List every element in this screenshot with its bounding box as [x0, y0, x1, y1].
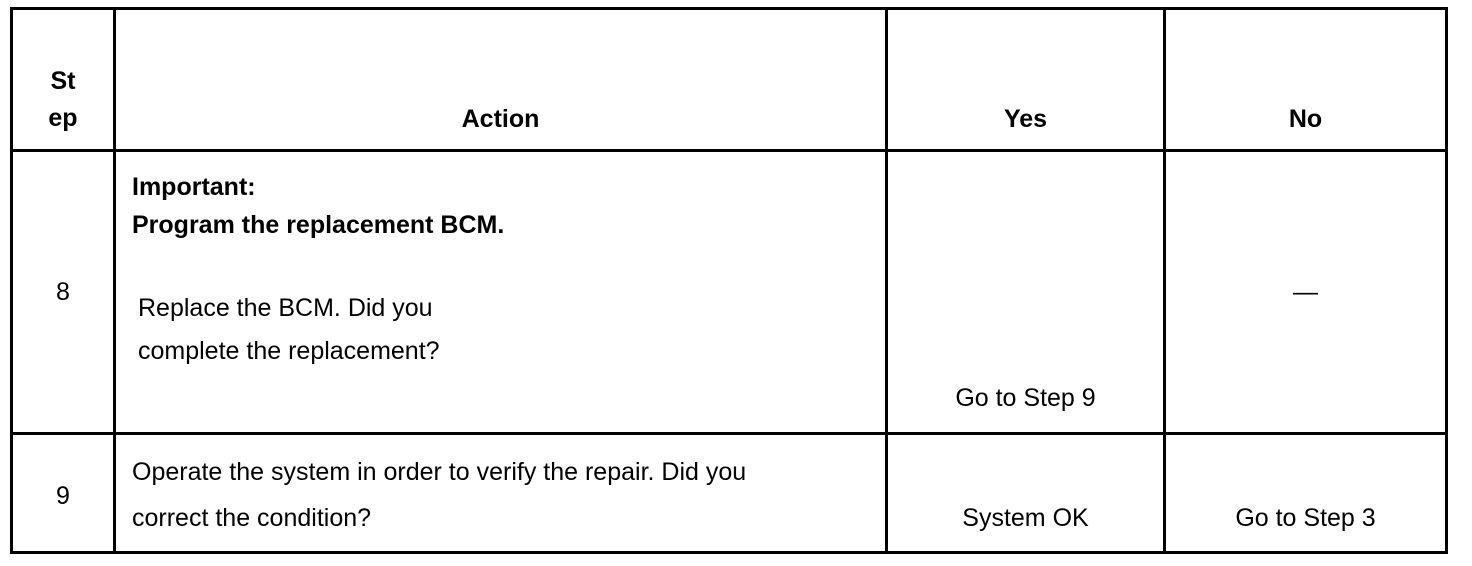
column-divider-action	[885, 7, 888, 554]
important-label: Important:	[132, 173, 256, 201]
header-action: Action	[461, 105, 540, 133]
important-text: Program the replacement BCM.	[132, 211, 505, 239]
action-text-line1: Replace the BCM. Did you	[138, 294, 433, 322]
action-text-line2: complete the replacement?	[138, 337, 440, 365]
step-number: 8	[56, 278, 70, 306]
no-result: —	[1293, 278, 1318, 306]
header-step-line2: ep	[48, 103, 78, 132]
yes-result: System OK	[962, 504, 1089, 532]
diagnostic-table: St ep Action Yes No 8 Important: Program…	[10, 7, 1448, 554]
header-step: St ep	[13, 67, 113, 133]
column-divider-yes	[1163, 7, 1166, 554]
column-divider-step	[113, 7, 116, 554]
table-border-bottom	[10, 551, 1448, 554]
table-border-left	[10, 7, 13, 554]
no-result: Go to Step 3	[1235, 504, 1376, 532]
table-border-top	[10, 7, 1448, 10]
header-yes: Yes	[1003, 105, 1048, 133]
header-divider	[10, 149, 1448, 152]
step-number: 9	[56, 482, 70, 510]
row-divider	[10, 432, 1448, 435]
header-no: No	[1288, 105, 1323, 133]
header-step-line1: St	[50, 67, 76, 95]
action-text-line1: Operate the system in order to verify th…	[132, 458, 747, 486]
table-border-right	[1445, 7, 1448, 554]
yes-result: Go to Step 9	[955, 384, 1096, 412]
action-text-line2: correct the condition?	[132, 504, 372, 532]
